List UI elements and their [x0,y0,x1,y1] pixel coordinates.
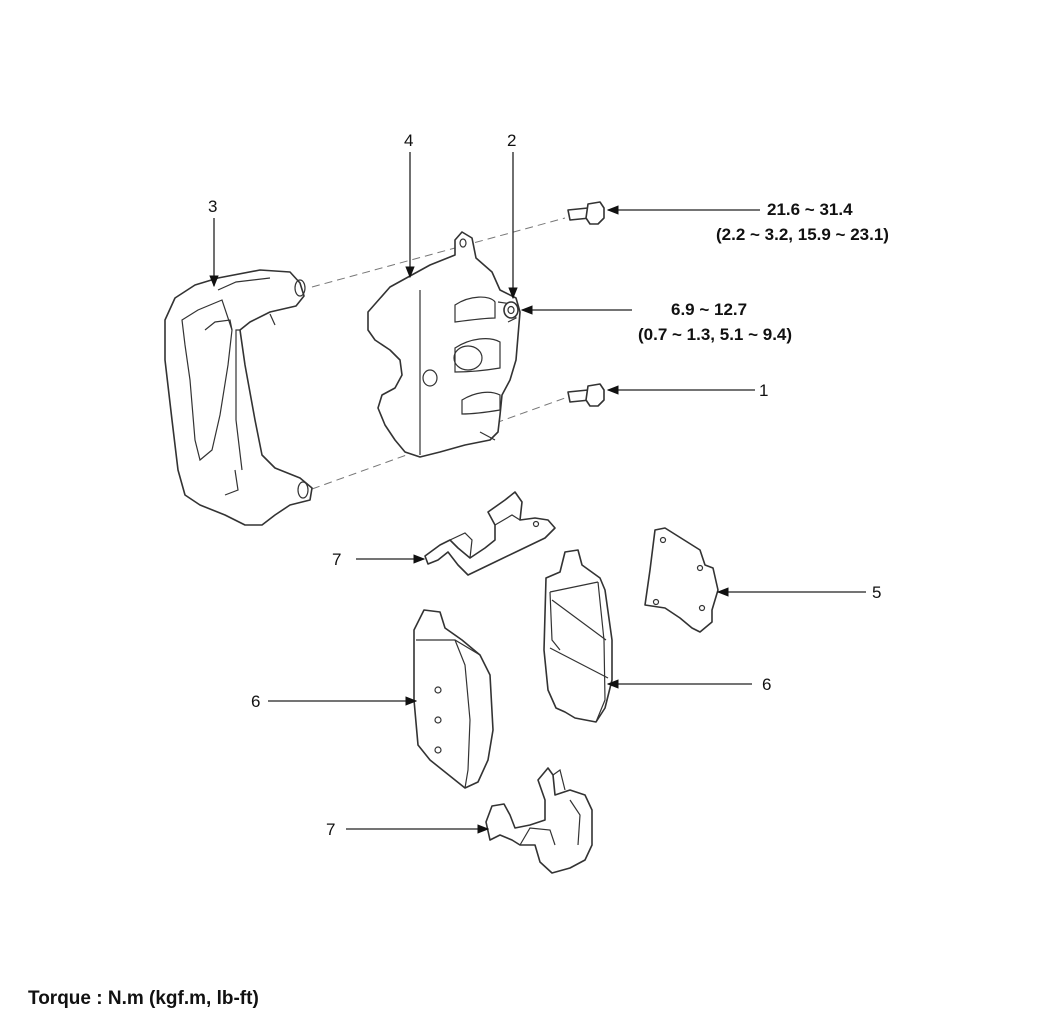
callout-5: 5 [872,583,881,602]
torque-units-note: Torque : N.m (kgf.m, lb-ft) [28,988,259,1009]
caliper-carrier-bracket [164,269,313,526]
brake-pad-inner [543,549,613,723]
leader-lines [209,152,866,834]
torque-guide-bolt-main: 21.6 ~ 31.4 [767,200,853,219]
guide-rod-bolt-lower [567,383,605,407]
callout-6-left: 6 [251,692,260,711]
pad-retainer-clip-upper [424,491,556,576]
torque-guide-bolt-sub: (2.2 ~ 3.2, 15.9 ~ 23.1) [716,225,889,244]
torque-bleeder-main: 6.9 ~ 12.7 [671,300,747,319]
callout-4: 4 [404,131,413,150]
callout-1: 1 [759,381,768,400]
anti-squeal-shim [644,527,719,633]
callout-2: 2 [507,131,516,150]
pad-retainer-clip-lower [485,767,593,874]
guide-rod-bolt-upper [567,201,605,225]
caliper-body [367,231,521,458]
bleeder-screw [503,301,519,319]
callout-7-upper: 7 [332,550,341,569]
brake-pad-outer [413,609,494,789]
callout-3: 3 [208,197,217,216]
torque-bleeder-sub: (0.7 ~ 1.3, 5.1 ~ 9.4) [638,325,792,344]
callout-7-lower: 7 [326,820,335,839]
callout-6-right: 6 [762,675,771,694]
